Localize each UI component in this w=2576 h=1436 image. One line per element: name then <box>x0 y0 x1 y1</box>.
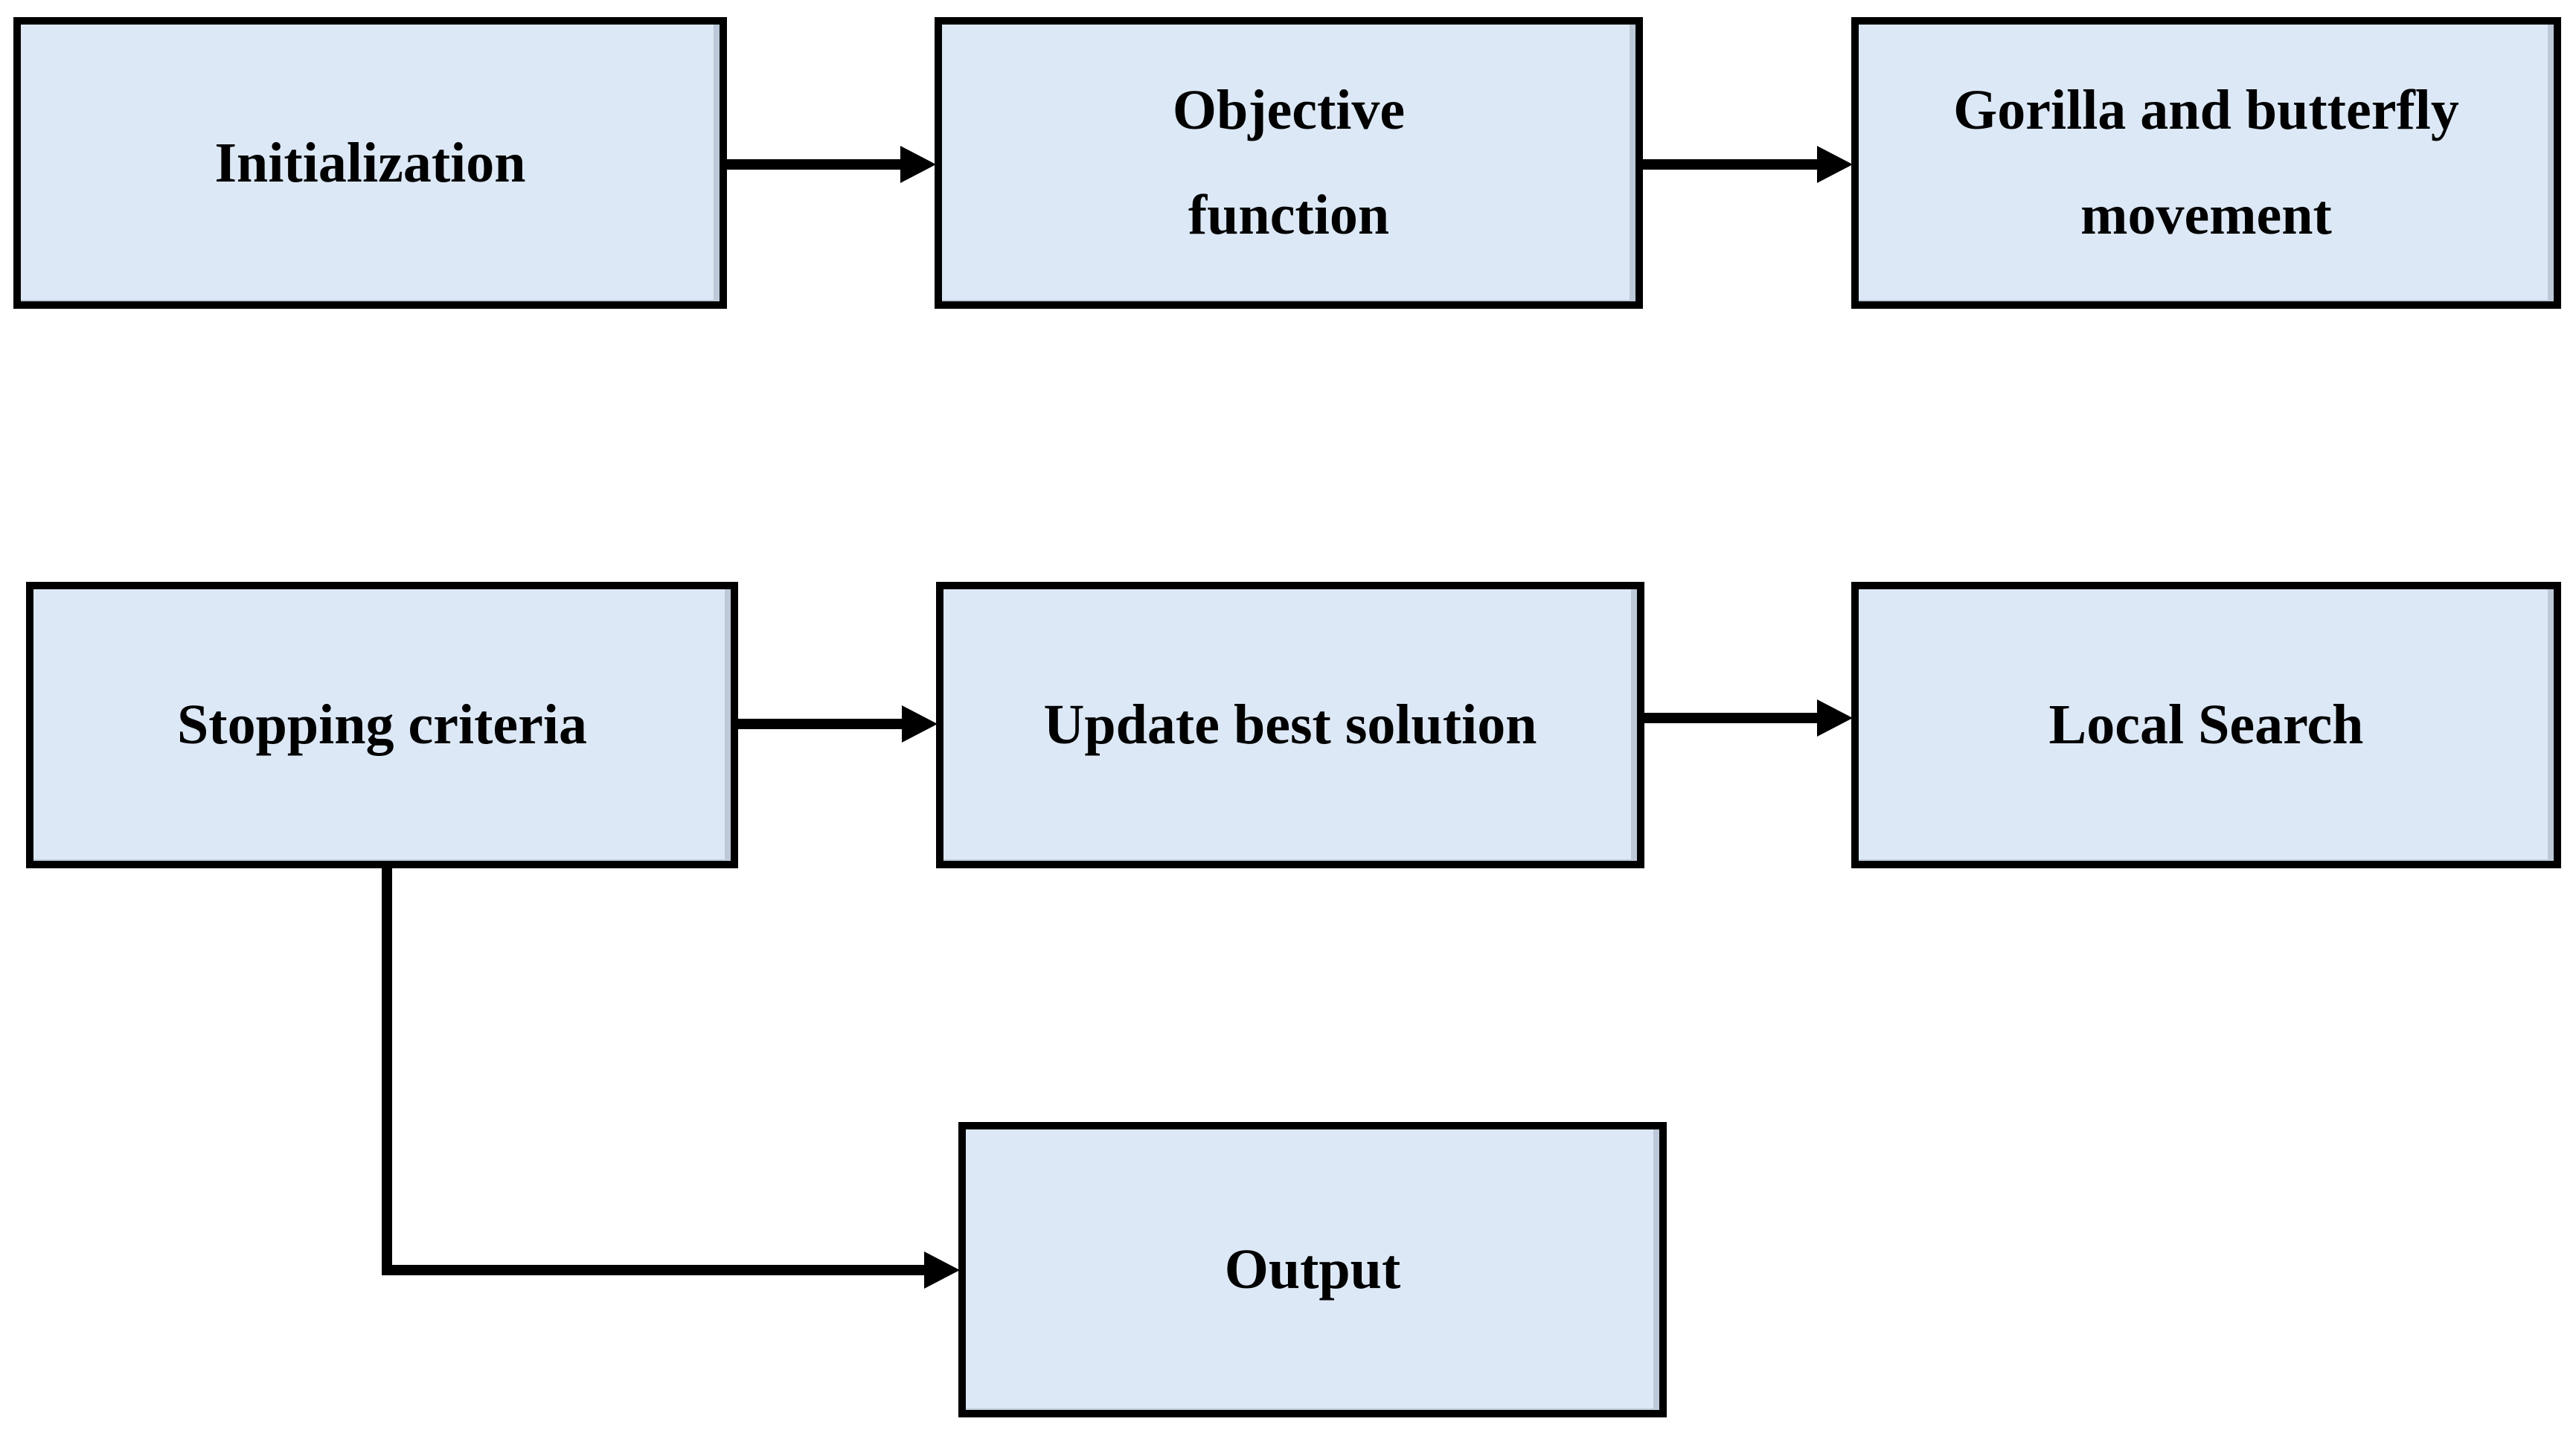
arrow-update-best-solution-to-local-search-shaft <box>1644 713 1824 723</box>
arrow-initialization-to-objective-function-shaft <box>727 159 909 170</box>
node-objective-function: Objective function <box>935 17 1643 309</box>
arrow-stopping-criteria-to-output-head-icon <box>924 1251 960 1289</box>
arrow-objective-function-to-gorilla-butterfly-movement-shaft <box>1643 159 1825 170</box>
node-gorilla-butterfly-movement: Gorilla and butterfly movement <box>1851 17 2561 309</box>
node-update-best-solution: Update best solution <box>936 582 1644 868</box>
node-output: Output <box>958 1122 1667 1417</box>
node-stopping-criteria: Stopping criteria <box>26 582 738 868</box>
arrow-initialization-to-objective-function-head-icon <box>900 146 936 183</box>
node-initialization: Initialization <box>13 17 727 309</box>
arrow-stopping-criteria-to-output-horizontal-shaft <box>382 1265 929 1275</box>
arrow-update-best-solution-to-local-search-head-icon <box>1817 699 1853 737</box>
arrow-stopping-criteria-to-update-best-solution-head-icon <box>902 705 938 743</box>
arrow-objective-function-to-gorilla-butterfly-movement-head-icon <box>1817 146 1853 183</box>
arrow-stopping-criteria-to-update-best-solution-shaft <box>738 719 911 729</box>
node-local-search: Local Search <box>1851 582 2561 868</box>
arrow-stopping-criteria-to-output-vertical-shaft <box>382 868 392 1275</box>
